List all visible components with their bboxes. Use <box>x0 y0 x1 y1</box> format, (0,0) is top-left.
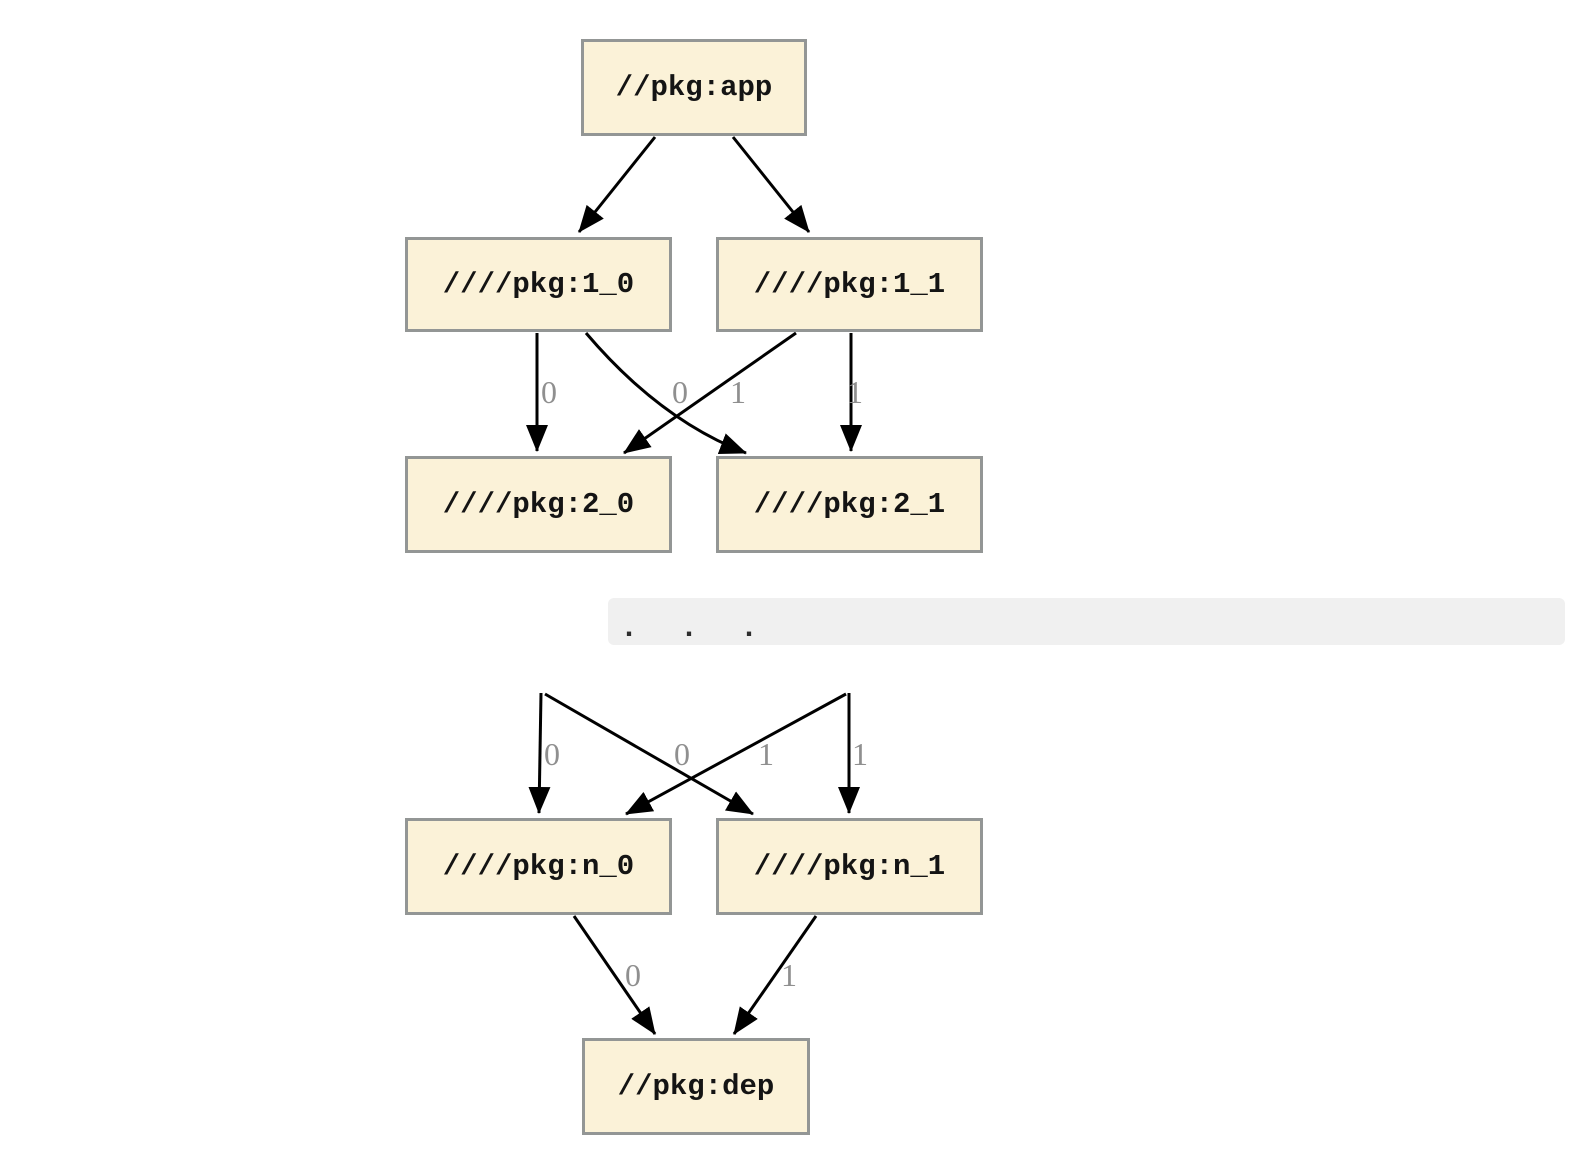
node-pkg-n_0: ////pkg:n_0 <box>405 818 672 915</box>
node-pkg-n_0-label: ////pkg:n_0 <box>442 850 635 883</box>
node-pkg-1_1-label: ////pkg:1_1 <box>753 268 946 301</box>
node-pkg-1_1: ////pkg:1_1 <box>716 237 983 332</box>
edge-label-n_0-dep: 0 <box>625 957 641 993</box>
node-pkg-dep-label: //pkg:dep <box>617 1070 775 1103</box>
node-pkg-app-label: //pkg:app <box>615 71 773 104</box>
ellipsis-separator: . . . <box>608 598 1565 645</box>
edge-ellipsis-n_1-cross <box>544 692 754 816</box>
edge-1_0-2_1 <box>584 332 747 455</box>
node-pkg-2_1-label: ////pkg:2_1 <box>753 488 946 521</box>
ellipsis-dots: . . . <box>620 611 771 646</box>
node-pkg-1_0-label: ////pkg:1_0 <box>442 268 635 301</box>
edge-n_1-dep <box>732 915 818 1035</box>
node-pkg-2_0-label: ////pkg:2_0 <box>442 488 635 521</box>
node-pkg-2_1: ////pkg:2_1 <box>716 456 983 553</box>
edge-label-n_1-dep: 1 <box>781 957 797 993</box>
edge-label-1_0-2_0: 0 <box>541 374 557 410</box>
edge-label-ellipsis-n_1-cross: 1 <box>758 736 774 772</box>
edge-label-1_1-2_0: 0 <box>672 374 688 410</box>
edge-label-1_0-2_1: 1 <box>730 374 746 410</box>
edge-n_0-dep <box>572 915 657 1035</box>
node-pkg-n_1: ////pkg:n_1 <box>716 818 983 915</box>
edge-label-1_1-2_1: 1 <box>847 374 863 410</box>
edge-label-ellipsis-n_1-straight: 1 <box>852 736 868 772</box>
edge-ellipsis-n_0-cross <box>625 692 847 816</box>
node-pkg-2_0: ////pkg:2_0 <box>405 456 672 553</box>
edge-label-ellipsis-n_0-straight: 0 <box>544 736 560 772</box>
edge-app-1_0 <box>577 136 657 233</box>
node-pkg-app: //pkg:app <box>581 39 807 136</box>
edge-ellipsis-n_0-straight <box>528 692 551 814</box>
edge-label-ellipsis-n_0-cross: 0 <box>674 736 690 772</box>
edge-app-1_1 <box>731 136 811 233</box>
edge-1_1-2_0 <box>623 331 797 455</box>
node-pkg-dep: //pkg:dep <box>582 1038 810 1135</box>
node-pkg-n_1-label: ////pkg:n_1 <box>753 850 946 883</box>
node-pkg-1_0: ////pkg:1_0 <box>405 237 672 332</box>
